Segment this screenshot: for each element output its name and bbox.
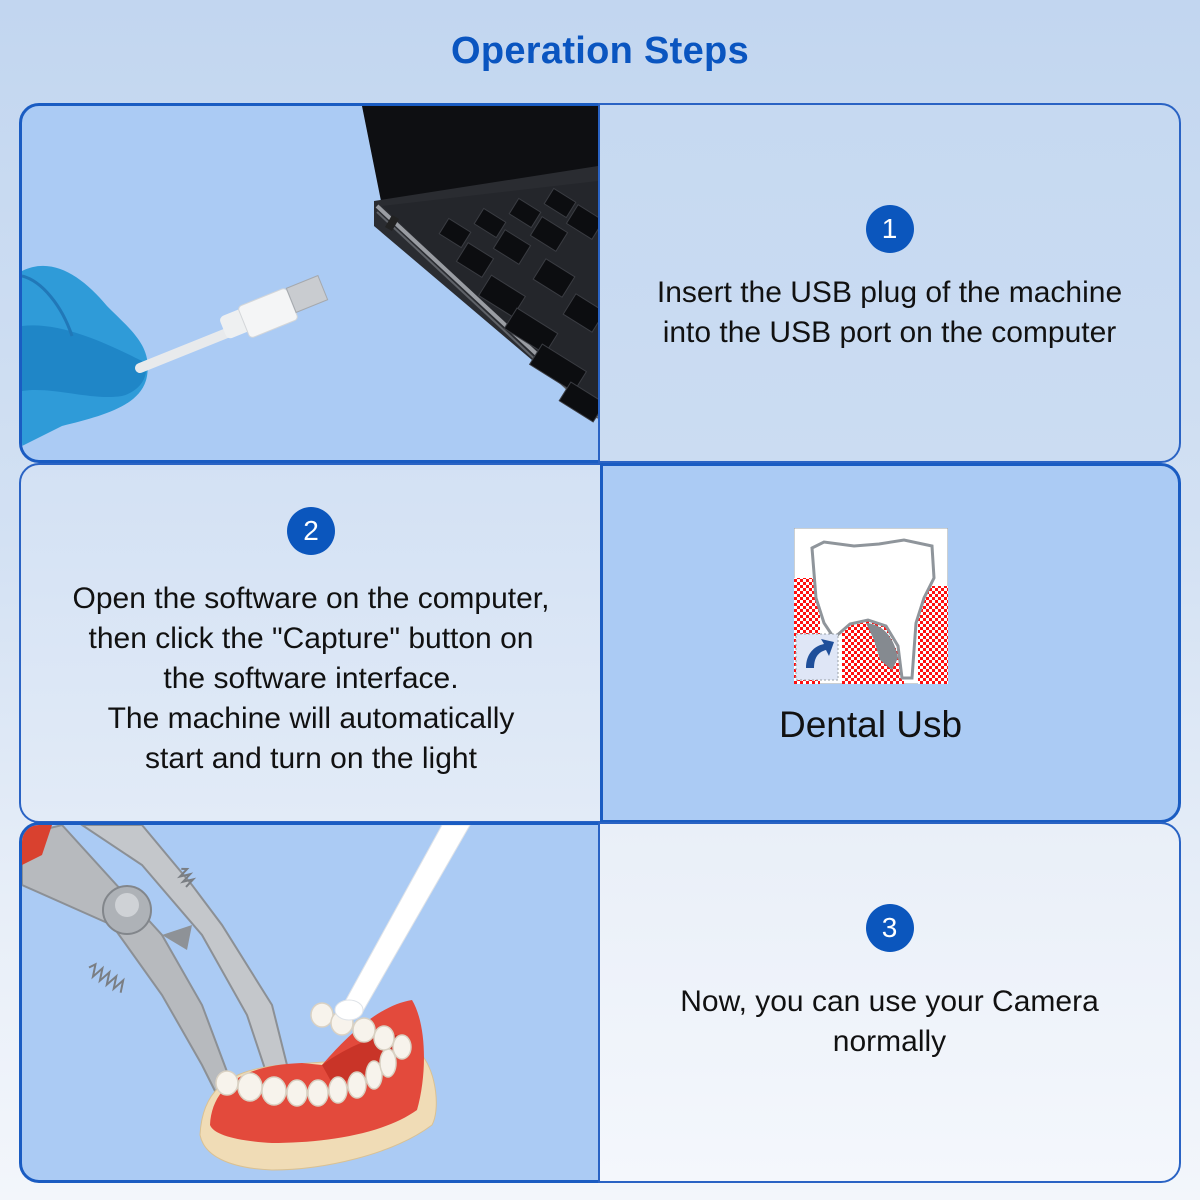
step-2-line: The machine will automatically bbox=[107, 702, 515, 735]
step-1-line: Insert the USB plug of the machine bbox=[656, 276, 1123, 309]
app-shortcut-label: Dental Usb bbox=[778, 704, 963, 745]
step-2-line: start and turn on the light bbox=[145, 742, 477, 775]
step-1-text: Insert the USB plug of the machine into … bbox=[657, 273, 1122, 353]
step-3-line: Now, you can use your Camera bbox=[680, 984, 1099, 1018]
step-1-line: into the USB port on the computer bbox=[662, 316, 1117, 349]
step-1-image bbox=[19, 103, 601, 463]
step-3-panel: 3 Now, you can use your Camera normally bbox=[598, 822, 1181, 1183]
step-2-panel: 2 Open the software on the computer, the… bbox=[19, 463, 603, 823]
step-2-line: then click the "Capture" button on bbox=[88, 622, 534, 655]
step-3-line: normally bbox=[832, 1024, 947, 1058]
step-2-image: Dental Usb bbox=[600, 463, 1181, 823]
step-1-badge: 1 bbox=[865, 205, 914, 253]
step-3-text: Now, you can use your Camera normally bbox=[680, 982, 1099, 1062]
step-1-panel: 1 Insert the USB plug of the machine int… bbox=[598, 103, 1181, 463]
step-2-line: Open the software on the computer, bbox=[72, 582, 550, 615]
dental-model-illustration bbox=[22, 825, 471, 1171]
usb-laptop-illustration bbox=[22, 106, 598, 446]
step-2-badge: 2 bbox=[287, 507, 335, 555]
step-3-badge: 3 bbox=[865, 903, 914, 952]
page-title: Operation Steps bbox=[451, 30, 749, 72]
tooth-shortcut-icon[interactable] bbox=[793, 528, 948, 684]
step-3-image bbox=[19, 822, 601, 1183]
step-2-text: Open the software on the computer, then … bbox=[73, 579, 550, 779]
step-2-line: the software interface. bbox=[163, 662, 459, 695]
